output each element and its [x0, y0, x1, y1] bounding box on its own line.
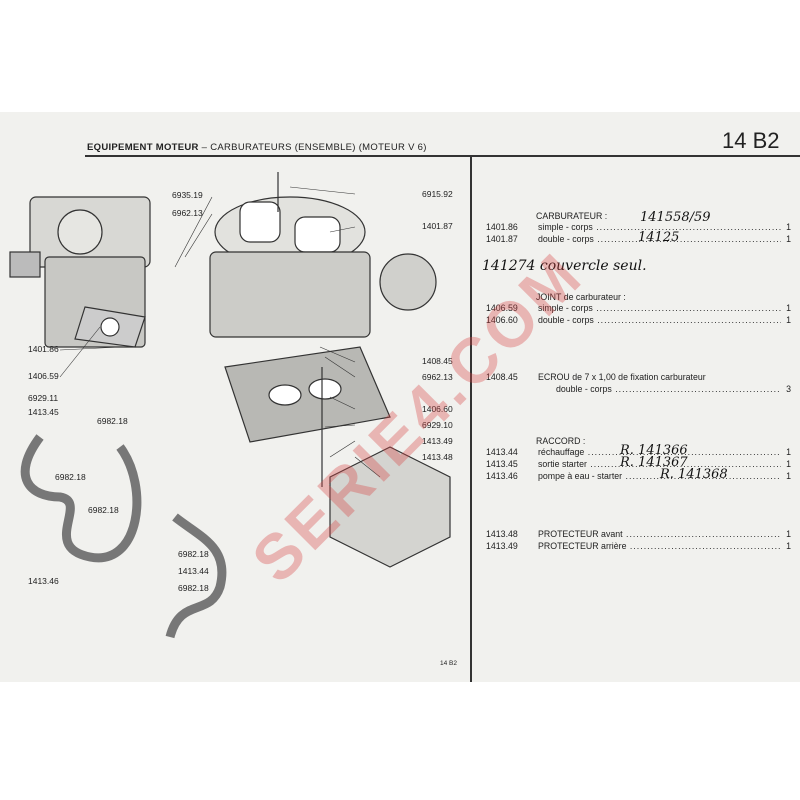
part-desc: double - corps [538, 314, 781, 326]
handwritten-note: R. 141366 [620, 443, 688, 458]
header-divider [85, 155, 800, 157]
group-heading: RACCORD : [536, 436, 586, 446]
callout-6982-18: 6982.18 [88, 505, 119, 515]
callout-6929-11: 6929.11 [28, 393, 59, 403]
part-row: double - corps3 [486, 383, 791, 395]
part-row: 1401.86 simple - corps1 [486, 221, 791, 233]
callout-6929-10: 6929.10 [422, 420, 453, 430]
callout-1413-46: 1413.46 [28, 576, 59, 586]
callout-1401-87: 1401.87 [422, 221, 453, 231]
footer-code: 14 B2 [440, 660, 457, 667]
callout-1413-45: 1413.45 [28, 407, 59, 417]
part-ref: 1413.48 [486, 529, 518, 539]
part-desc: PROTECTEUR avant [538, 528, 781, 540]
page-code: 14 B2 [722, 128, 780, 153]
part-row: 1413.46 pompe à eau - starter1 [486, 470, 791, 482]
group-heading: JOINT de carburateur : [536, 292, 626, 302]
group-heading: CARBURATEUR : [536, 211, 608, 221]
callout-6962-13: 6962.13 [172, 208, 203, 218]
callout-1406-60: 1406.60 [422, 404, 453, 414]
parts-group-carburateur: CARBURATEUR : 1401.86 simple - corps1 140… [486, 211, 791, 245]
part-qty: 1 [783, 528, 791, 540]
part-ref: 1401.87 [486, 234, 518, 244]
callout-6982-18: 6982.18 [97, 416, 128, 426]
part-row: 1413.45 sortie starter1 [486, 458, 791, 470]
hoses [20, 434, 227, 639]
part-row: 1413.48 PROTECTEUR avant1 [486, 528, 791, 540]
callout-6962-13: 6962.13 [422, 372, 453, 382]
callout-6982-18: 6982.18 [178, 549, 209, 559]
part-ref: 1408.45 [486, 372, 518, 382]
part-qty: 1 [783, 221, 791, 233]
part-qty: 1 [783, 540, 791, 552]
callout-1413-44: 1413.44 [178, 566, 209, 576]
double-body-carburetor [209, 172, 437, 338]
callout-1408-45: 1408.45 [422, 356, 453, 366]
parts-group-joint: JOINT de carburateur : 1406.59 simple - c… [486, 292, 791, 326]
callout-1413-49: 1413.49 [422, 436, 453, 446]
parts-group-ecrou: 1408.45 ECROU de 7 x 1,00 de fixation car… [486, 371, 791, 395]
part-desc: double - corps [556, 383, 781, 395]
part-row: 1413.49 PROTECTEUR arrière1 [486, 540, 791, 552]
part-qty: 1 [783, 458, 791, 470]
callout-6982-18: 6982.18 [55, 472, 86, 482]
part-ref: 1401.86 [486, 222, 518, 232]
part-desc: pompe à eau - starter [538, 470, 781, 482]
parts-group-raccord: RACCORD : 1413.44 réchauffage1 1413.45 sor… [486, 436, 791, 482]
part-ref: 1413.44 [486, 447, 518, 457]
part-row: 1406.59 simple - corps1 [486, 302, 791, 314]
handwritten-note: 141558/59 [640, 210, 711, 225]
gasket [74, 306, 391, 443]
column-divider [470, 157, 472, 682]
part-qty: 1 [783, 314, 791, 326]
part-qty: 1 [783, 470, 791, 482]
part-qty: 1 [783, 233, 791, 245]
part-ref: 1413.49 [486, 541, 518, 551]
callout-6982-18: 6982.18 [178, 583, 209, 593]
part-row: 1408.45 ECROU de 7 x 1,00 de fixation car… [486, 371, 791, 383]
part-row: 1413.44 réchauffage1 [486, 446, 791, 458]
parts-group-protecteur: 1413.48 PROTECTEUR avant1 1413.49 PROTECTE… [486, 528, 791, 552]
page-header: EQUIPEMENT MOTEUR – CARBURATEURS (ENSEMB… [87, 142, 427, 153]
callout-6935-19: 6935.19 [172, 190, 203, 200]
part-desc: ECROU de 7 x 1,00 de fixation carburateu… [538, 372, 706, 382]
leader-lines [59, 186, 381, 478]
exploded-diagram [9, 172, 451, 639]
handwritten-note: 14125 [638, 230, 680, 245]
part-ref: 1406.60 [486, 315, 518, 325]
protector [321, 367, 451, 568]
part-qty: 1 [783, 302, 791, 314]
handwritten-note: R. 141367 [620, 455, 688, 470]
callout-1413-48: 1413.48 [422, 452, 453, 462]
section-title: EQUIPEMENT MOTEUR [87, 142, 199, 153]
page-title: CARBURATEURS (ENSEMBLE) (MOTEUR V 6) [210, 142, 427, 153]
part-desc: PROTECTEUR arrière [538, 540, 781, 552]
callout-1406-59: 1406.59 [28, 371, 59, 381]
part-row: 1401.87 double - corps1 [486, 233, 791, 245]
handwritten-note: 141274 couvercle seul. [482, 258, 647, 274]
simple-body-carburetor [9, 196, 151, 348]
part-qty: 3 [783, 383, 791, 395]
part-qty: 1 [783, 446, 791, 458]
part-desc: simple - corps [538, 302, 781, 314]
part-desc: simple - corps [538, 221, 781, 233]
handwritten-note: R. 141368 [660, 467, 728, 482]
part-ref: 1406.59 [486, 303, 518, 313]
part-desc: sortie starter [538, 458, 781, 470]
part-ref: 1413.45 [486, 459, 518, 469]
part-desc: réchauffage [538, 446, 781, 458]
callout-1401-86: 1401.86 [28, 344, 59, 354]
part-ref: 1413.46 [486, 471, 518, 481]
callout-6915-92: 6915.92 [422, 189, 453, 199]
separator: – [201, 142, 208, 153]
part-desc: double - corps [538, 233, 781, 245]
part-row: 1406.60 double - corps1 [486, 314, 791, 326]
